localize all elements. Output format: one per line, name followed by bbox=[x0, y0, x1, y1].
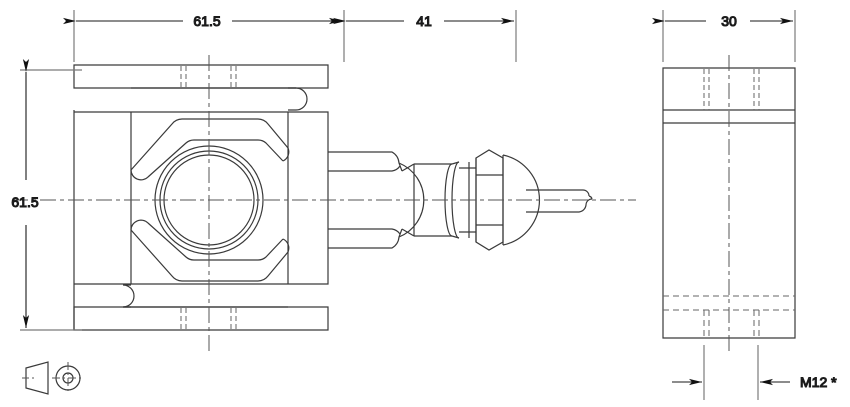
front-bottom-flange-hidden-holes bbox=[180, 308, 237, 330]
projection-cone-shape bbox=[25, 361, 49, 395]
dim-61-5-v-label: 61.5 bbox=[11, 194, 38, 210]
dim-61-5-vertical: 61.5 bbox=[11, 59, 39, 328]
side-view bbox=[662, 55, 796, 352]
dimension-layer: 61.5 41 30 61.5 M12 * bbox=[11, 10, 838, 400]
front-top-flange bbox=[73, 64, 329, 89]
connector-ring-bottom bbox=[451, 235, 460, 239]
connector-fin-upper-inner bbox=[328, 165, 401, 172]
dim-30-label: 30 bbox=[721, 13, 737, 29]
cable-top-edge bbox=[526, 189, 590, 197]
cable-break-tip bbox=[588, 195, 593, 200]
connector-fin-lower-inner bbox=[328, 228, 401, 235]
front-clamp-arm-lower bbox=[130, 219, 284, 261]
front-slot-relief-top bbox=[288, 87, 308, 111]
front-clamp-arm-upper bbox=[130, 139, 284, 181]
front-clamp-arm-lower-outer bbox=[130, 229, 289, 282]
first-angle-projection-symbol bbox=[22, 361, 84, 395]
side-top-hidden-holes bbox=[703, 69, 760, 110]
front-clamp-arm-upper-outer bbox=[130, 118, 289, 171]
connector-fin-upper-outer bbox=[328, 151, 403, 172]
front-bottom-flange bbox=[73, 306, 329, 331]
extension-lines bbox=[20, 10, 796, 400]
front-centerlines bbox=[12, 55, 636, 352]
dim-61-5-h-label: 61.5 bbox=[193, 13, 220, 29]
dim-m12-label: M12 * bbox=[800, 374, 837, 390]
front-clamp-arm-lower-tip bbox=[282, 238, 290, 253]
front-body-block bbox=[74, 111, 329, 285]
connector-barrel-taper-top bbox=[401, 163, 415, 172]
connector-fin-middle-arc bbox=[398, 162, 425, 238]
front-view bbox=[12, 55, 636, 352]
part-geometry bbox=[12, 55, 796, 352]
front-clamp-arm-upper-tip bbox=[282, 147, 290, 162]
cable-bottom-edge bbox=[526, 198, 593, 213]
connector-barrel-taper-bottom bbox=[401, 228, 415, 237]
connector-fin-lower-outer bbox=[328, 228, 403, 249]
connector-ring-top bbox=[451, 161, 460, 165]
dim-41-label: 41 bbox=[416, 13, 432, 29]
dim-41-horizontal: 41 bbox=[333, 12, 514, 30]
dim-61-5-horizontal: 61.5 bbox=[63, 12, 342, 30]
front-slot-relief-bottom bbox=[122, 284, 135, 308]
front-top-flange-hidden-holes bbox=[180, 66, 237, 88]
dim-30-horizontal: 30 bbox=[652, 12, 793, 30]
side-outer-body bbox=[662, 67, 796, 339]
dim-m12: M12 * bbox=[672, 373, 838, 391]
